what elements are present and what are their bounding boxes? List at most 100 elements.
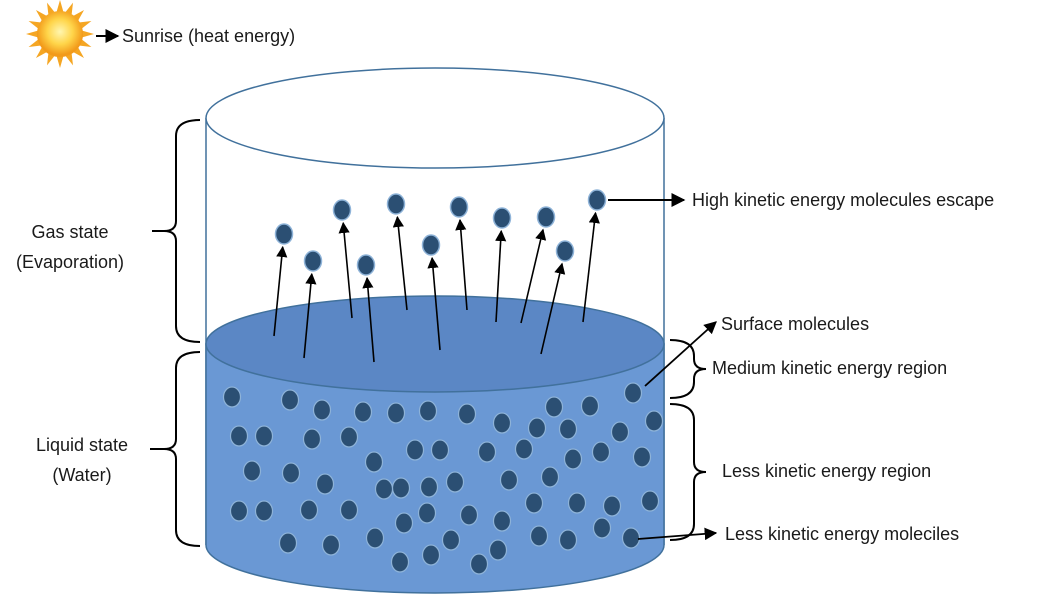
liquid-molecule (315, 473, 335, 495)
gas-molecules (273, 189, 607, 363)
liquid-molecule (492, 412, 512, 434)
sun-ray (26, 30, 39, 38)
escape-arrow (273, 245, 288, 337)
sun-ray (65, 52, 74, 66)
liquid-molecule (364, 451, 384, 473)
liquid-molecule (563, 448, 583, 470)
liquid-molecule (278, 532, 298, 554)
gas-molecule (587, 189, 607, 211)
liquid-state-label: Liquid state (36, 435, 128, 455)
liquid-molecule (391, 477, 411, 499)
liquid-molecule (242, 460, 262, 482)
liquid-molecule (524, 492, 544, 514)
liquid-molecule (386, 402, 406, 424)
liquid-molecule (514, 438, 534, 460)
liquid-molecule (621, 527, 641, 549)
liquid-molecule (374, 478, 394, 500)
liquid-molecule (640, 490, 660, 512)
escape-arrow (362, 276, 375, 363)
liquid-molecule (418, 400, 438, 422)
sun-ray (65, 2, 74, 16)
surface-molecules-label: Surface molecules (721, 314, 869, 334)
liquid-molecule (394, 512, 414, 534)
liquid-molecule (558, 529, 578, 551)
gas-molecule (492, 207, 512, 229)
escape-arrow (303, 272, 317, 359)
gas-molecule (386, 193, 406, 215)
gas-molecule (536, 206, 556, 228)
gas-state-label: Gas state (31, 222, 108, 242)
liquid-molecule (457, 403, 477, 425)
liquid-molecule (580, 395, 600, 417)
liquid-molecule (280, 389, 300, 411)
sun-ray (56, 55, 64, 68)
pointer-arrows (96, 29, 718, 541)
escape-arrow (520, 228, 547, 324)
escape-arrow (540, 262, 566, 355)
liquid-molecule (492, 510, 512, 532)
gas-state-brace (163, 119, 201, 343)
liquid-molecule (281, 462, 301, 484)
sun-ray (28, 20, 42, 29)
escape-arrow (427, 256, 441, 351)
liquid-molecule (421, 544, 441, 566)
gas-molecule (555, 240, 575, 262)
liquid-molecule (558, 418, 578, 440)
liquid-molecule (632, 446, 652, 468)
sun-ray (81, 30, 94, 38)
liquid-molecule (567, 492, 587, 514)
less-molecules-arrow (637, 527, 718, 541)
liquid-molecule (229, 500, 249, 522)
water-surface (205, 295, 665, 393)
medium-region-label: Medium kinetic energy region (712, 358, 947, 378)
sun-ray (56, 0, 64, 13)
escape-arrow (392, 215, 408, 311)
liquid-molecule (417, 502, 437, 524)
liquid-molecule (419, 476, 439, 498)
liquid-molecule (405, 439, 425, 461)
sun-ray (46, 2, 55, 16)
liquid-molecule (365, 527, 385, 549)
gas-molecule (332, 199, 352, 221)
liquid-molecule (644, 410, 664, 432)
gas-molecule (356, 254, 376, 276)
gas-molecule (449, 196, 469, 218)
liquid-molecule (302, 428, 322, 450)
liquid-molecule (430, 439, 450, 461)
less-region-brace (669, 403, 707, 541)
escape-arrow (455, 218, 468, 311)
liquid-molecule (499, 469, 519, 491)
gas-state-sublabel: (Evaporation) (16, 252, 124, 272)
cylinder-top-rim (205, 67, 665, 169)
liquid-state-sublabel: (Water) (52, 465, 111, 485)
escape-arrow (338, 221, 353, 319)
liquid-molecule (441, 529, 461, 551)
state-braces (150, 119, 707, 547)
liquid-molecule (321, 534, 341, 556)
liquid-molecule (222, 386, 242, 408)
gas-molecule (303, 250, 323, 272)
escape-arrow (495, 229, 507, 323)
liquid-molecule (602, 495, 622, 517)
liquid-molecule (229, 425, 249, 447)
liquid-molecule (339, 426, 359, 448)
liquid-molecule (610, 421, 630, 443)
sun-ray (46, 52, 55, 66)
liquid-state-brace (163, 351, 201, 547)
liquid-molecule (591, 441, 611, 463)
gas-molecule (421, 234, 441, 256)
liquid-molecule (339, 499, 359, 521)
less-region-label: Less kinetic energy region (722, 461, 931, 481)
liquid-molecule (623, 382, 643, 404)
high-kinetic-label: High kinetic energy molecules escape (692, 190, 994, 210)
sun-icon (26, 0, 94, 68)
less-molecules-label: Less kinetic energy moleciles (725, 524, 959, 544)
liquid-molecules (222, 382, 664, 575)
liquid-molecule (445, 471, 465, 493)
sun-ray (28, 39, 42, 48)
sun-ray (78, 39, 92, 48)
liquid-molecule (544, 396, 564, 418)
gas-molecule (274, 223, 294, 245)
surface-molecules-arrow (644, 321, 717, 387)
